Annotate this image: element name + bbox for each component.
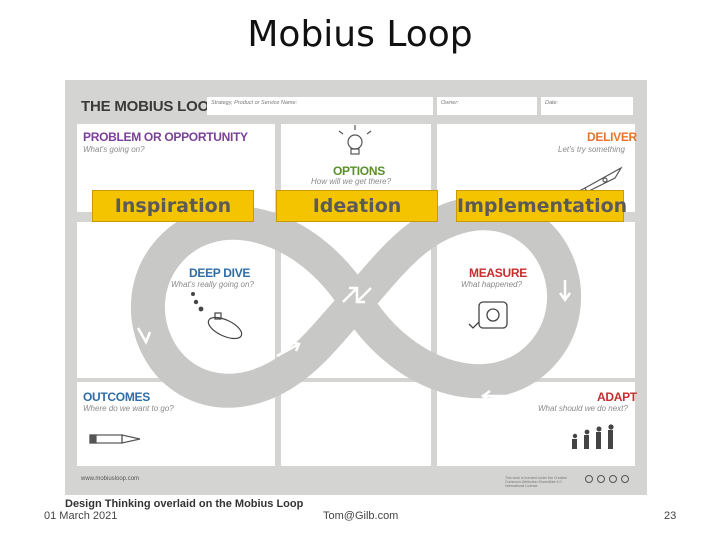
sa-icon: [609, 475, 617, 483]
measure-title: MEASURE: [469, 266, 527, 280]
deliver-title: DELIVER: [587, 130, 637, 144]
canvas-url: www.mobiusloop.com: [81, 476, 139, 482]
by-icon: [597, 475, 605, 483]
problem-subtitle: What's going on?: [83, 145, 145, 154]
evolution-icon: [572, 424, 614, 449]
phase-implementation: Implementation: [456, 190, 624, 222]
mobius-loop-canvas: THE MOBIUS LOOP Strategy, Product or Ser…: [65, 80, 647, 495]
outcomes-subtitle: Where do we want to go?: [83, 404, 174, 413]
phase-ideation: Ideation: [276, 190, 438, 222]
outcomes-title: OUTCOMES: [83, 390, 150, 404]
canvas-caption: Design Thinking overlaid on the Mobius L…: [65, 498, 303, 510]
deep-dive-title: DEEP DIVE: [189, 266, 250, 280]
cc-icon: [585, 475, 593, 483]
adapt-subtitle: What should we do next?: [538, 404, 628, 413]
measure-subtitle: What happened?: [461, 280, 522, 289]
options-subtitle: How will we get there?: [311, 177, 391, 186]
deep-dive-subtitle: What's really going on?: [171, 280, 254, 289]
phase-inspiration: Inspiration: [92, 190, 254, 222]
footer-email: Tom@Gilb.com: [323, 510, 398, 522]
license-text: This work is licensed under the Creative…: [505, 476, 575, 488]
adapt-title: ADAPT: [597, 390, 637, 404]
tape-measure-icon: [469, 302, 507, 328]
lightbulb-icon: [339, 125, 371, 154]
slide-title: Mobius Loop: [0, 14, 720, 55]
options-title: OPTIONS: [333, 164, 385, 178]
footer-page-number: 23: [664, 510, 676, 522]
pencil-icon: [90, 435, 140, 443]
problem-title: PROBLEM OR OPPORTUNITY: [83, 130, 248, 144]
footer-date: 01 March 2021: [44, 510, 117, 522]
nc-icon: [621, 475, 629, 483]
deliver-subtitle: Let's try something: [558, 145, 625, 154]
rocket-icon: [577, 168, 621, 192]
submarine-icon: [192, 293, 245, 343]
